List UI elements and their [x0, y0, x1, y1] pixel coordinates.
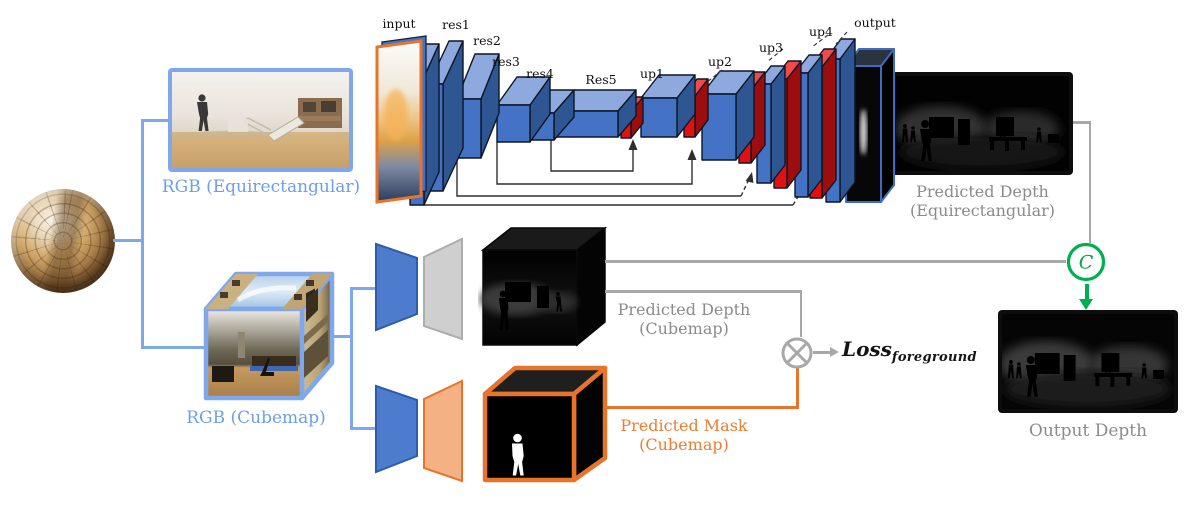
layer-label-output: output: [854, 15, 896, 30]
sphere-360-photo: [11, 189, 115, 293]
output-depth-streak: [860, 109, 867, 155]
concat-letter: C: [1079, 252, 1094, 274]
connector-eqdepth-drop: [1088, 121, 1091, 243]
cubemap-front-room: [212, 332, 298, 382]
depth-cube-scene: [480, 282, 577, 330]
network-layer-boxes: [409, 38, 895, 206]
concat-operator-icon: C: [1066, 242, 1106, 282]
rgb-cubemap-cube: [203, 271, 335, 401]
mask-person-silhouette: [512, 433, 524, 476]
network-layer-labels: input res1 res2 res3 res4 Res5 up1 up2 u…: [382, 15, 895, 87]
loss-subscript-text: foreground: [891, 350, 977, 365]
output-depth-label: Output Depth: [1028, 421, 1148, 441]
concat-arrow-icon: [1079, 299, 1093, 310]
predicted-depth-cubemap-label: Predicted Depth (Cubemap): [617, 300, 751, 338]
output-depth-silhouettes: [1007, 353, 1165, 397]
mask-decoder-trapezoid: [423, 379, 463, 483]
connector-enc-vertical: [350, 287, 353, 430]
decoder-skip-hints: [705, 31, 848, 84]
rgb-equirect-scene: [172, 72, 349, 168]
layer-label-res2: res2: [473, 33, 501, 48]
layer-label-up3: up3: [759, 40, 783, 55]
connector-to-cubemap: [141, 346, 205, 349]
loss-base-text: Loss: [842, 337, 892, 361]
cubemap-side-facade: [304, 288, 328, 378]
connector-cube-out: [330, 335, 352, 338]
output-depth-scene: [1002, 314, 1174, 409]
layer-label-up1: up1: [640, 66, 664, 81]
connector-enc-bottom: [350, 427, 377, 430]
layer-label-up4: up4: [809, 24, 833, 39]
connector-multiply-drop: [799, 290, 802, 337]
arrow-to-loss-icon: [830, 346, 839, 357]
predicted-depth-equirect-image: [892, 72, 1073, 175]
connector-depthcube-to-multiply: [605, 290, 802, 293]
depth-equirect-scene: [896, 76, 1069, 171]
predicted-depth-cubemap-cube: [480, 226, 608, 347]
connector-multiply-to-loss: [813, 351, 831, 354]
cubemap-encoder-decoders: [375, 237, 463, 483]
connector-to-equirect: [141, 119, 171, 122]
layer-label-up2: up2: [708, 54, 732, 69]
input-plate: [375, 35, 427, 204]
connector-sphere: [113, 239, 143, 242]
depth-encoder-trapezoid: [375, 242, 418, 332]
loss-foreground-label: Lossforeground: [842, 337, 977, 365]
output-depth-image: [998, 310, 1178, 413]
layer-label-input: input: [382, 16, 415, 31]
predicted-mask-cubemap-label: Predicted Mask (Cubemap): [620, 416, 748, 454]
connector-mask-rise: [795, 368, 799, 409]
unet-backbone-network: input res1 res2 res3 res4 Res5 up1 up2 u…: [375, 15, 896, 206]
rgb-equirectangular-image: [168, 68, 353, 172]
connector-enc-top: [350, 287, 377, 290]
layer-label-res3: res3: [492, 54, 520, 69]
connector-branch-vertical: [141, 119, 144, 349]
rgb-equirectangular-label: RGB (Equirectangular): [161, 177, 361, 197]
predicted-mask-cubemap-cube: [482, 365, 608, 483]
layer-label-res1: res1: [442, 17, 470, 32]
connector-mask-to-multiply: [606, 406, 798, 409]
predicted-depth-equirect-label: Predicted Depth (Equirectangular): [909, 182, 1056, 220]
layer-label-res4: res4: [526, 66, 554, 81]
depth-decoder-trapezoid: [423, 237, 463, 341]
multiply-operator-icon: [781, 337, 813, 369]
cubemap-top-buildings: [206, 274, 332, 309]
concat-arrow-stem: [1084, 284, 1089, 301]
layer-label-res5: Res5: [585, 72, 616, 87]
depth-silhouettes: [902, 117, 1059, 161]
rgb-cubemap-label: RGB (Cubemap): [186, 408, 326, 428]
connector-depthcube-to-concat: [605, 260, 1066, 263]
mask-encoder-trapezoid: [375, 384, 418, 474]
connector-eqdepth-out: [1073, 121, 1091, 124]
